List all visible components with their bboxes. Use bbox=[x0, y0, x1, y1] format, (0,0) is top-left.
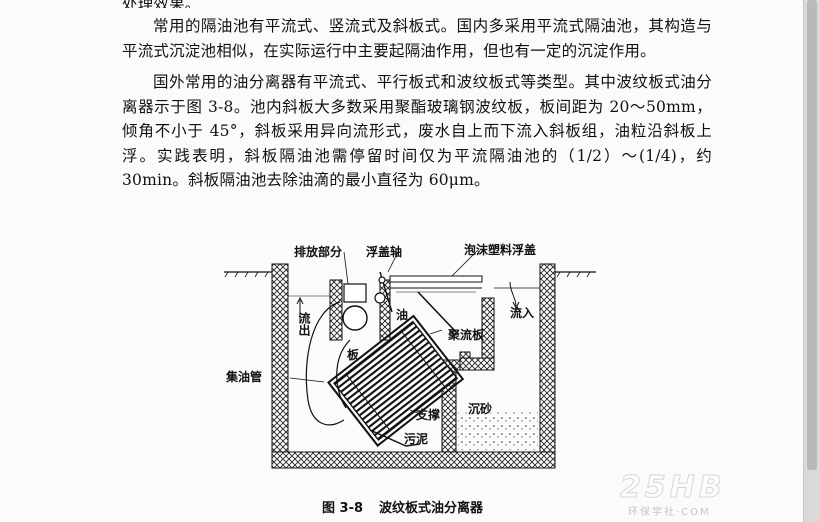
label-inflow: 流入 bbox=[510, 306, 535, 320]
label-foam-cover: 泡沫塑料浮盖 bbox=[464, 243, 537, 257]
vertical-scrollbar[interactable] bbox=[803, 0, 820, 522]
label-discharge: 排放部分 bbox=[294, 245, 343, 259]
label-oil-pipe: 集油管 bbox=[226, 370, 263, 384]
watermark-subtext: 环保学社·COM bbox=[628, 507, 711, 518]
sludge-hopper bbox=[369, 429, 421, 447]
separator-diagram bbox=[224, 249, 596, 469]
watermark-logo: 25HB 环保学社·COM bbox=[614, 470, 784, 519]
caption-title: 波纹板式油分离器 bbox=[379, 501, 484, 516]
scroll-thumb[interactable] bbox=[807, 0, 817, 470]
corrugated-plate-pack bbox=[327, 314, 465, 447]
float-shaft bbox=[374, 271, 393, 313]
caption-number: 图 3-8 bbox=[322, 501, 364, 516]
water-surface bbox=[288, 287, 540, 297]
label-support: 支撑 bbox=[416, 408, 441, 422]
label-float-shaft: 浮盖轴 bbox=[366, 245, 403, 259]
label-oil: 油 bbox=[396, 308, 409, 322]
oil-collecting-pipe bbox=[305, 301, 345, 426]
label-plate: 板 bbox=[347, 348, 360, 362]
body-text: 处理效果。 常用的隔油池有平流式、竖流式及斜板式。国内多采用平流式隔油池，其构造… bbox=[122, 0, 712, 193]
discharge-roller bbox=[342, 305, 368, 331]
label-sludge: 污泥 bbox=[404, 432, 429, 446]
inflow-arrow bbox=[509, 281, 517, 307]
collector-plate bbox=[417, 291, 457, 333]
paragraph-2: 国外常用的油分离器有平流式、平行板式和波纹板式等类型。其中波纹板式油分离器示于图… bbox=[122, 73, 712, 189]
figure-caption: 图 3-8 波纹板式油分离器 bbox=[322, 497, 499, 516]
paragraph-partial: 处理效果。 bbox=[122, 0, 712, 8]
label-outflow: 流出 bbox=[297, 312, 311, 336]
foam-float-cover bbox=[389, 275, 483, 283]
ground-surface bbox=[224, 271, 596, 278]
label-sand: 沉砂 bbox=[468, 402, 493, 416]
label-collector-plate: 聚流板 bbox=[448, 328, 485, 342]
sand-deposit bbox=[458, 412, 538, 450]
figure-oil-separator: 排放部分 浮盖轴 泡沫塑料浮盖 流出 油 流入 聚流板 板 集油管 支撑 沉砂 … bbox=[220, 240, 600, 490]
paragraph-1: 常用的隔油池有平流式、竖流式及斜板式。国内多采用平流式隔油池，其构造与平流式沉淀… bbox=[122, 17, 712, 60]
watermark-text: 25HB bbox=[620, 470, 726, 506]
tank-walls bbox=[271, 263, 556, 469]
